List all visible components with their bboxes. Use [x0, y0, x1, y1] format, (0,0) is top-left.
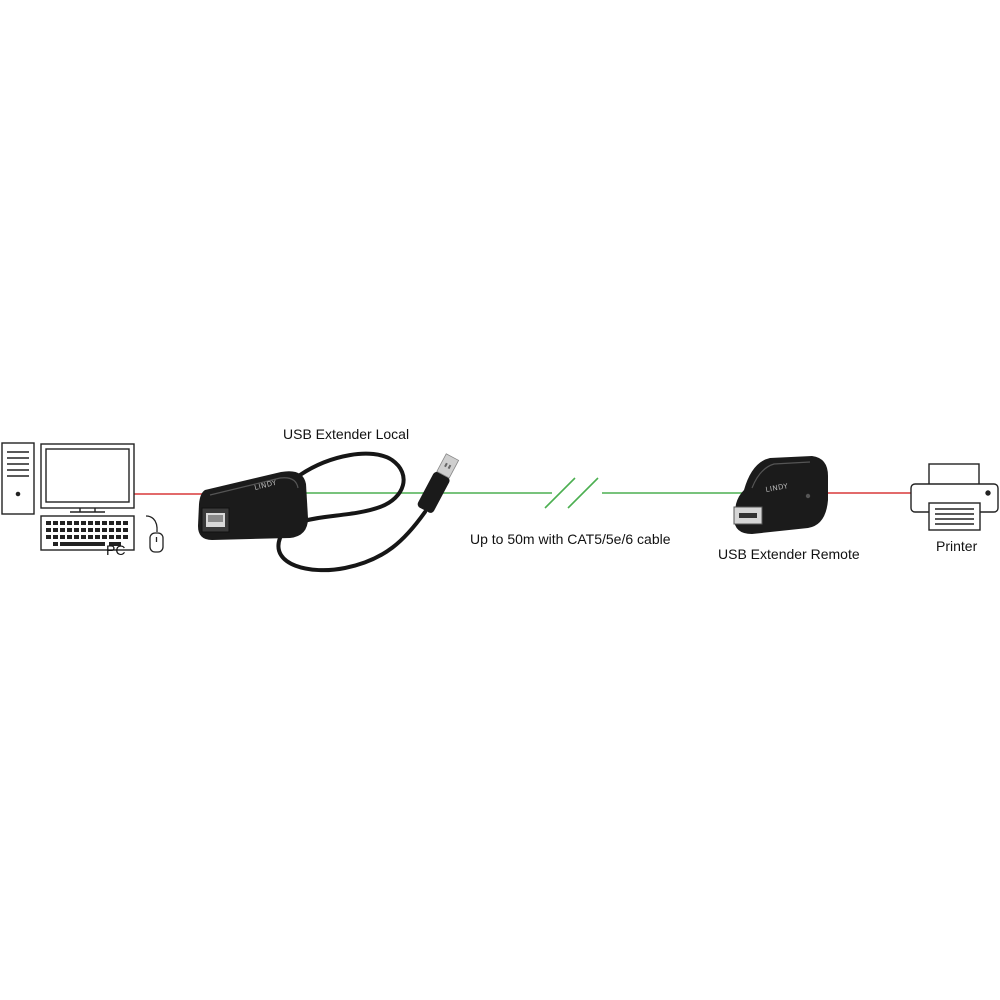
- usb-extender-local: LINDY: [198, 471, 308, 540]
- printer-label: Printer: [936, 538, 978, 554]
- keyboard-icon: [40, 515, 135, 551]
- remote-led: [805, 493, 811, 499]
- mouse-icon: [145, 515, 164, 553]
- pc-label: PC: [106, 542, 125, 558]
- computer-tower-icon: [1, 442, 35, 515]
- usb-extender-remote: LINDY: [733, 456, 828, 534]
- usb-plug-icon: [417, 453, 460, 513]
- remote-brand-logo: LINDY: [765, 482, 789, 494]
- local-extender-label: USB Extender Local: [283, 426, 409, 442]
- cable-break-icon: [544, 477, 602, 509]
- printer-icon: [910, 463, 999, 531]
- monitor-icon: [40, 443, 135, 513]
- local-extender-cable: [276, 451, 427, 573]
- remote-extender-label: USB Extender Remote: [718, 546, 860, 562]
- cable-label: Up to 50m with CAT5/5e/6 cable: [470, 531, 671, 547]
